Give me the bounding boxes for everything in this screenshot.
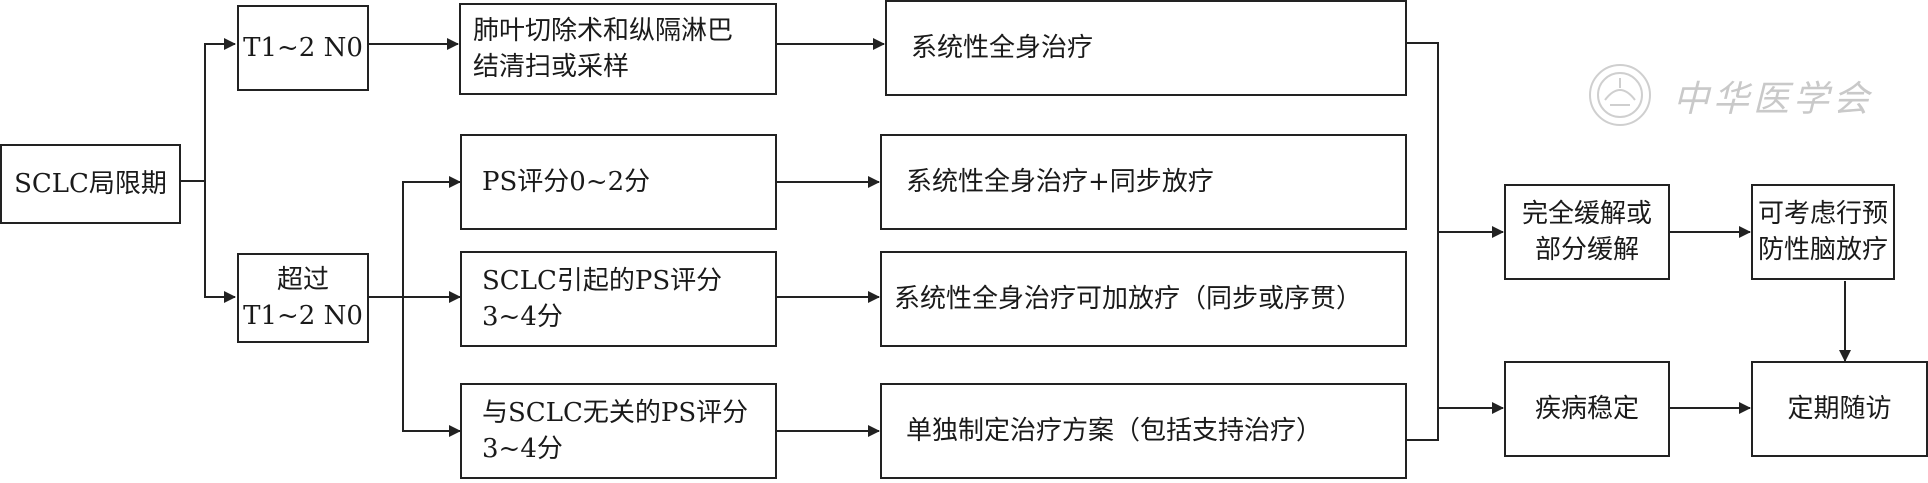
node-response-line1: 完全缓解或 xyxy=(1521,199,1652,229)
node-pci-line1: 可考虑行预 xyxy=(1757,199,1888,229)
node-pci: 可考虑行预 防性脑放疗 xyxy=(1751,184,1895,280)
arrow-to-ps34-other xyxy=(402,297,461,437)
arrow-to-ps02 xyxy=(402,176,461,297)
node-t12n0-label: T1~2 N0 xyxy=(243,33,363,63)
node-systemic-therapy-label: 系统性全身治疗 xyxy=(911,33,1094,63)
society-seal-icon xyxy=(1589,64,1651,126)
watermark: 中华医学会 xyxy=(1585,60,1885,130)
node-individual-plan-label: 单独制定治疗方案（包括支持治疗） xyxy=(906,416,1323,446)
node-ps-0-2-label: PS评分0~2分 xyxy=(482,167,651,197)
collector-bracket xyxy=(1406,42,1439,441)
node-stable-disease-label: 疾病稳定 xyxy=(1534,394,1639,424)
node-beyond-t12n0: 超过 T1~2 N0 xyxy=(237,253,369,343)
node-ps-3-4-sclc-line1: SCLC引起的PS评分 xyxy=(482,266,723,296)
node-ps-3-4-other: 与SCLC无关的PS评分 3~4分 xyxy=(460,383,777,479)
node-follow-up-label: 定期随访 xyxy=(1787,394,1892,424)
node-follow-up: 定期随访 xyxy=(1751,361,1928,457)
node-response: 完全缓解或 部分缓解 xyxy=(1504,184,1670,280)
node-systemic-sync-rt-label: 系统性全身治疗+同步放疗 xyxy=(906,167,1214,197)
node-systemic-sync-rt: 系统性全身治疗+同步放疗 xyxy=(880,134,1407,230)
node-t12n0: T1~2 N0 xyxy=(237,5,369,91)
node-ps-0-2: PS评分0~2分 xyxy=(460,134,777,230)
node-ps-3-4-sclc: SCLC引起的PS评分 3~4分 xyxy=(460,251,777,347)
node-ps-3-4-other-line1: 与SCLC无关的PS评分 xyxy=(482,398,749,428)
node-ps-3-4-other-line2: 3~4分 xyxy=(482,434,563,464)
node-surgery-line1: 肺叶切除术和纵隔淋巴 xyxy=(473,16,734,46)
node-sclc-limited: SCLC局限期 xyxy=(0,144,181,224)
watermark-text: 中华医学会 xyxy=(1673,79,1874,120)
node-pci-line2: 防性脑放疗 xyxy=(1757,235,1888,265)
arrow-to-t12n0 xyxy=(180,38,236,182)
node-sclc-limited-label: SCLC局限期 xyxy=(14,169,167,199)
node-ps-3-4-sclc-line2: 3~4分 xyxy=(482,302,563,332)
node-surgery-line2: 结清扫或采样 xyxy=(473,52,630,82)
node-systemic-plus-rt-label: 系统性全身治疗可加放疗（同步或序贯） xyxy=(894,284,1363,314)
node-beyond-line2: T1~2 N0 xyxy=(243,301,363,331)
node-individual-plan: 单独制定治疗方案（包括支持治疗） xyxy=(880,383,1407,479)
node-beyond-line1: 超过 xyxy=(276,265,329,295)
node-stable-disease: 疾病稳定 xyxy=(1504,361,1670,457)
node-surgery: 肺叶切除术和纵隔淋巴 结清扫或采样 xyxy=(459,3,777,95)
arrow-to-beyond xyxy=(204,181,236,303)
node-response-line2: 部分缓解 xyxy=(1534,235,1639,265)
node-systemic-plus-rt: 系统性全身治疗可加放疗（同步或序贯） xyxy=(880,251,1407,347)
node-systemic-therapy: 系统性全身治疗 xyxy=(885,0,1407,96)
